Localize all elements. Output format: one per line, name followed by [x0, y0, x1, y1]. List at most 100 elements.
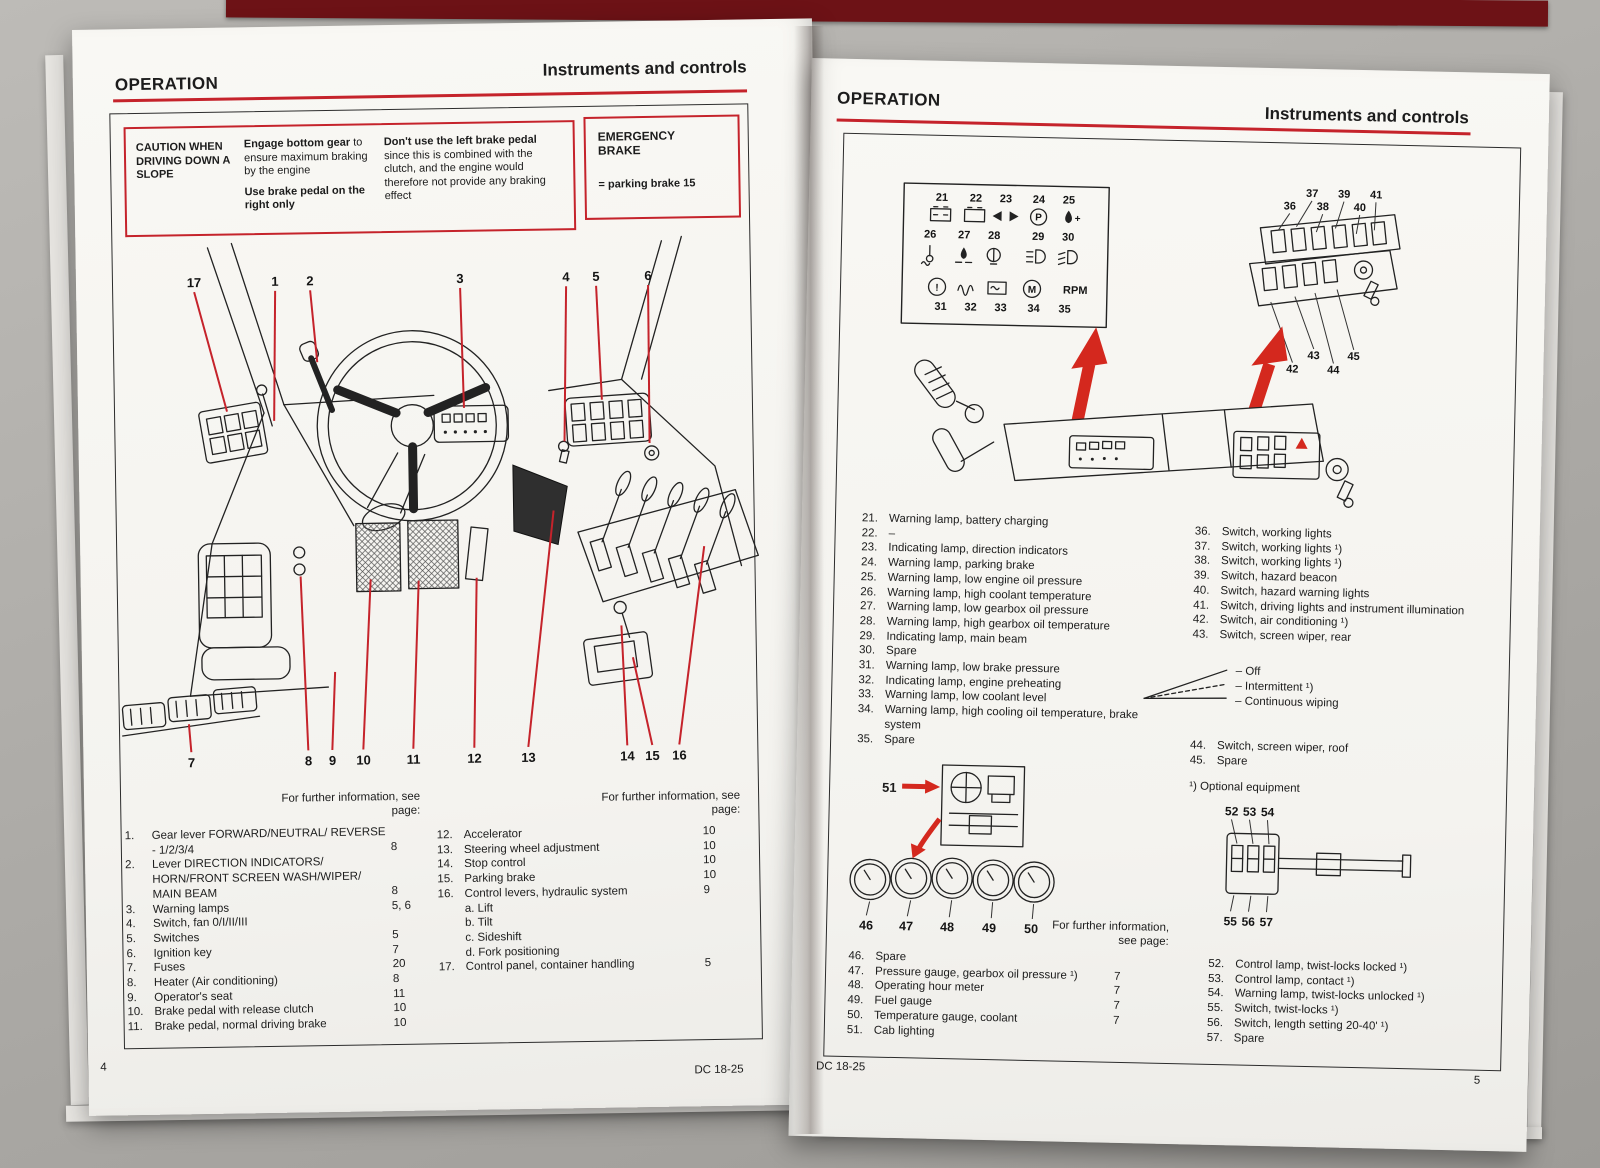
- twist-lock-panel-diagram: 52 53 54 55 56 57: [1223, 804, 1412, 929]
- legend-number: 38.: [1193, 554, 1211, 568]
- svg-text:+: +: [1075, 214, 1081, 225]
- svg-text:27: 27: [958, 229, 971, 241]
- legend-list-36-43: 36. Switch, working lights 37. Switch, w…: [1192, 524, 1484, 648]
- caution-warning: Don't use the left brake pedal since thi…: [384, 133, 563, 203]
- legend-list-52-57: 52. Control lamp, twist-locks locked ¹) …: [1207, 957, 1495, 1051]
- svg-text:21: 21: [936, 192, 949, 204]
- legend-page-ref: 10: [393, 1017, 407, 1030]
- legend-number: 33.: [857, 688, 875, 701]
- right-page: OPERATION Instruments and controls 21 22…: [788, 58, 1550, 1152]
- legend-text: Gear lever FORWARD/NEUTRAL/ REVERSE - 1/…: [151, 826, 386, 857]
- legend-page-ref: 7: [1112, 1014, 1120, 1027]
- ignition-drawing: [644, 445, 660, 461]
- svg-text:49: 49: [982, 921, 996, 935]
- legend-number: 43.: [1192, 628, 1209, 641]
- legend-page-ref: 10: [703, 869, 717, 882]
- svg-text:35: 35: [1058, 303, 1071, 315]
- coolant-temperature-icon: [920, 244, 934, 266]
- svg-text:54: 54: [1261, 805, 1275, 819]
- legend-number: 42.: [1192, 613, 1209, 627]
- legend-number: 34.: [857, 703, 874, 716]
- page-title: Instruments and controls: [1264, 103, 1470, 128]
- svg-text:M: M: [1028, 285, 1037, 296]
- gear-lever-drawing: [256, 384, 273, 427]
- svg-text:33: 33: [994, 302, 1007, 314]
- svg-text:28: 28: [988, 230, 1001, 242]
- battery-icon: [963, 206, 986, 223]
- doc-code: DC 18-25: [694, 1063, 744, 1077]
- legend-number: 24.: [860, 556, 878, 569]
- page-title: Instruments and controls: [542, 57, 747, 80]
- panel-diagram: 21 22 23 24 25 P + 26 27 28 29 30: [900, 182, 1401, 508]
- svg-text:55: 55: [1223, 914, 1237, 928]
- legend-number: 13.: [436, 843, 454, 857]
- svg-text:26: 26: [924, 228, 937, 240]
- svg-text:8: 8: [305, 753, 312, 768]
- section-heading: OPERATION: [836, 88, 941, 110]
- legend-number: 15.: [437, 873, 454, 886]
- coolant-level-icon: [987, 281, 1007, 295]
- svg-text:11: 11: [407, 752, 421, 767]
- legend-number: 7.: [126, 962, 137, 975]
- svg-text:46: 46: [859, 918, 873, 932]
- gauges-diagram: 46 47 48 49 50: [849, 857, 1055, 936]
- svg-text:16: 16: [672, 747, 687, 762]
- svg-text:57: 57: [1259, 915, 1273, 929]
- svg-text:15: 15: [645, 748, 660, 763]
- wiper-mode-off: – Off: [1235, 665, 1261, 678]
- switch-bank-bottom-drawing: 42 43 44 45: [1248, 250, 1398, 377]
- cab-lamp-drawing: [948, 771, 1019, 835]
- svg-text:53: 53: [1243, 805, 1257, 819]
- dipped-beam-icon: [1057, 249, 1078, 266]
- svg-text:22: 22: [970, 192, 983, 204]
- ignition-key-drawing: [1353, 260, 1380, 306]
- caution-title: CAUTION WHEN DRIVING DOWN A SLOPE: [135, 140, 231, 182]
- svg-text:43: 43: [1307, 350, 1320, 362]
- legend-number: 51.: [846, 1023, 863, 1036]
- fuse-panel-drawing: [121, 686, 261, 737]
- svg-text:23: 23: [1000, 193, 1013, 205]
- legend-row: 2. Lever DIRECTION INDICATORS/ HORN/FRON…: [125, 854, 426, 903]
- column-cover-drawing: [512, 464, 568, 546]
- oil-pressure-icon: +: [1065, 210, 1081, 225]
- legend-number: 8.: [126, 977, 137, 990]
- switch-panel-drawing: [564, 392, 652, 447]
- legend-number: 55.: [1207, 1001, 1224, 1015]
- steering-wheel-drawing: [316, 330, 508, 522]
- emergency-body: = parking brake 15: [598, 177, 696, 191]
- switch-bank-top-drawing: 36 37 38 39 40 41: [1259, 188, 1401, 265]
- battery-icon: [929, 206, 952, 222]
- legend-page-ref: 10: [702, 824, 716, 838]
- hydraulic-levers-drawing: [577, 470, 759, 603]
- doc-code: DC 18-25: [815, 1060, 866, 1074]
- further-info-left: For further information, see page:: [281, 790, 421, 817]
- svg-text:38: 38: [1317, 201, 1330, 213]
- svg-text:3: 3: [456, 271, 463, 286]
- svg-text:1: 1: [271, 274, 278, 289]
- svg-text:2: 2: [306, 273, 313, 288]
- legend-number: 50.: [847, 1008, 864, 1022]
- legend-text: Lever DIRECTION INDICATORS/ HORN/FRONT S…: [152, 856, 362, 901]
- legend-list-1-11: 1. Gear lever FORWARD/NEUTRAL/ REVERSE -…: [125, 825, 428, 1036]
- cab-lighting-diagram: [902, 764, 1026, 859]
- symbol-panel-drawing: 21 22 23 24 25 P + 26 27 28 29 30: [900, 182, 1110, 329]
- legend-page-ref: 10: [393, 1002, 407, 1015]
- parking-brake-icon: P: [1029, 208, 1048, 226]
- page-number: 5: [1473, 1074, 1481, 1087]
- legend-number: 28.: [859, 615, 876, 628]
- callout-leader-lines: [187, 284, 706, 753]
- container-panel-drawing: [198, 401, 269, 464]
- legend-number: 48.: [847, 979, 864, 992]
- svg-text:17: 17: [187, 275, 202, 290]
- legend-number: 57.: [1206, 1031, 1223, 1044]
- indicator-stalk-drawing: [299, 340, 336, 413]
- legend-number: 30.: [858, 644, 876, 657]
- caution-engage-bold: Engage bottom gear: [243, 136, 351, 151]
- legend-number: 14.: [437, 858, 454, 871]
- left-page: OPERATION Instruments and controls CAUTI…: [72, 18, 829, 1116]
- legend-page-ref: 8: [392, 973, 400, 986]
- gearbox-oil-pressure-icon: [954, 247, 973, 264]
- legend-page-ref: 10: [703, 854, 717, 867]
- svg-text:47: 47: [899, 919, 913, 933]
- caution-box: CAUTION WHEN DRIVING DOWN A SLOPE Engage…: [123, 120, 577, 238]
